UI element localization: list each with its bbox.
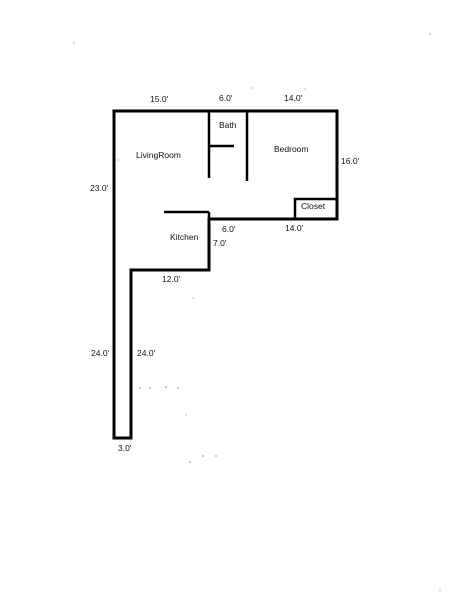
dim-bedroom-bottom: 14.0' xyxy=(285,223,304,233)
outer-walls xyxy=(112,109,339,440)
interior-walls xyxy=(164,111,337,222)
speck xyxy=(251,87,253,89)
bedroom-label: Bedroom xyxy=(274,144,309,154)
dim-kitchen-right: 7.0' xyxy=(213,238,227,248)
dim-bedroom-right: 16.0' xyxy=(341,156,360,166)
closet-label: Closet xyxy=(301,201,326,211)
speck xyxy=(139,387,141,389)
speck xyxy=(177,387,179,389)
kitchen-label: Kitchen xyxy=(170,232,199,242)
speck xyxy=(185,414,187,416)
speck xyxy=(429,33,431,35)
dim-top-living: 15.0' xyxy=(150,94,169,104)
outer-wall-outline xyxy=(112,109,339,440)
dimension-labels: 15.0' 6.0' 14.0' 16.0' 23.0' 6.0' 14.0' … xyxy=(90,93,360,453)
scan-specks xyxy=(73,33,441,591)
speck xyxy=(192,297,194,299)
speck xyxy=(202,455,204,457)
speck xyxy=(439,589,441,591)
dim-hall-left: 24.0' xyxy=(91,348,110,358)
dim-hall-right: 24.0' xyxy=(137,348,156,358)
speck xyxy=(73,42,75,44)
dim-living-left: 23.0' xyxy=(90,183,109,193)
dim-top-bath: 6.0' xyxy=(219,93,233,103)
dim-hall-bottom: 3.0' xyxy=(118,443,132,453)
speck xyxy=(215,455,217,457)
speck xyxy=(154,155,156,157)
closet-wall xyxy=(293,197,337,219)
dim-top-bedroom: 14.0' xyxy=(284,93,303,103)
bath-label: Bath xyxy=(219,120,237,130)
speck xyxy=(304,88,306,90)
dim-kitchen-top: 6.0' xyxy=(222,224,236,234)
room-labels: LivingRoom Bath Bedroom Kitchen Closet xyxy=(136,120,326,242)
speck xyxy=(117,159,119,161)
speck xyxy=(165,386,167,388)
living-room-label: LivingRoom xyxy=(136,150,181,160)
dim-kitchen-bottom: 12.0' xyxy=(162,274,181,284)
speck xyxy=(189,461,191,463)
speck xyxy=(149,387,151,389)
